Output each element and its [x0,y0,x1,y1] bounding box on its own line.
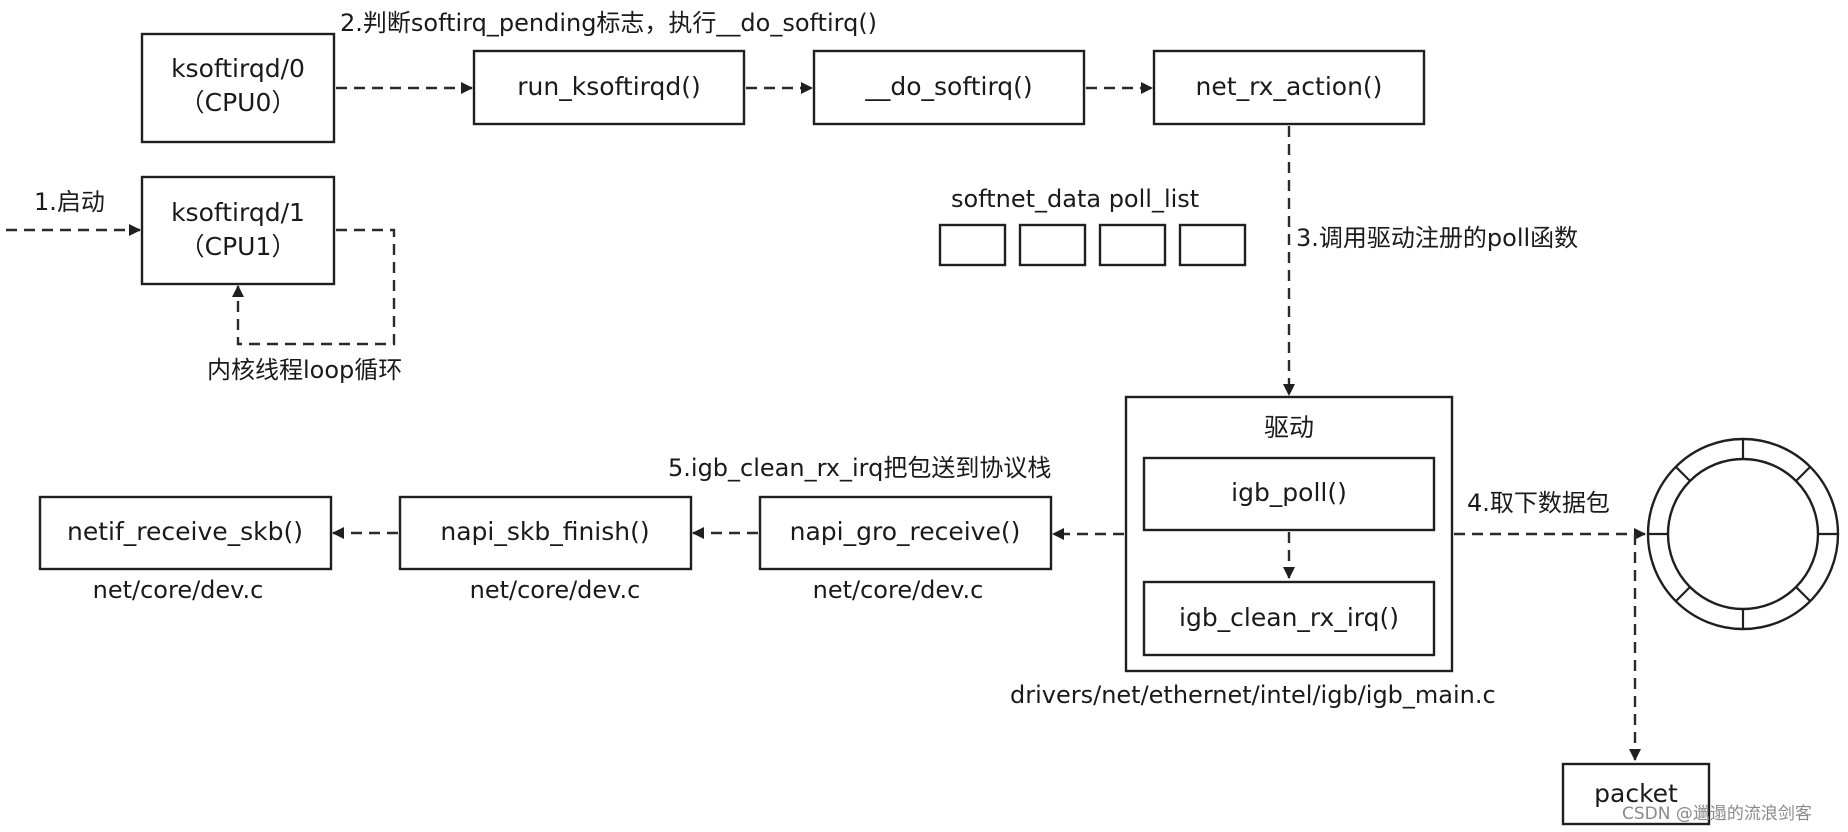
ksoftirqd1-line2: （CPU1） [180,232,297,261]
poll-list-slot-4 [1178,223,1247,267]
igb-clean-rx-irq-box [1142,580,1436,657]
netif-receive-skb-label: netif_receive_skb() [67,517,303,546]
ksoftirqd1-box [140,175,336,286]
packet-label: packet [1594,779,1678,808]
netif-receive-skb-box [38,495,333,571]
ksoftirqd0-box [140,32,336,144]
napi-gro-receive-path: net/core/dev.c [813,576,984,604]
do-softirq-box [812,49,1086,126]
napi-skb-finish-label: napi_skb_finish() [440,517,649,546]
napi-gro-receive-label: napi_gro_receive() [790,517,1021,546]
napi-skb-finish-path: net/core/dev.c [470,576,641,604]
igb-poll-label: igb_poll() [1231,478,1347,507]
ksoftirqd0-line1: ksoftirqd/0 [171,54,305,83]
igb-clean-rx-irq-label: igb_clean_rx_irq() [1179,603,1399,632]
step1-label: 1.启动 [34,188,105,216]
ksoftirqd1-line1: ksoftirqd/1 [171,198,305,227]
net-rx-action-label: net_rx_action() [1196,72,1383,101]
poll-list-label: softnet_data poll_list [951,185,1199,213]
step2-label: 2.判断softirq_pending标志，执行__do_softirq() [340,9,877,37]
igb-poll-box [1142,456,1436,532]
poll-list-slot-2 [1018,223,1087,267]
do-softirq-label: __do_softirq() [864,72,1032,101]
driver-title: 驱动 [1264,413,1314,442]
step5-label: 5.igb_clean_rx_irq把包送到协议栈 [668,454,1051,482]
netif-receive-skb-path: net/core/dev.c [93,576,264,604]
loop-label: 内核线程loop循环 [207,356,402,384]
run-ksoftirqd-box [472,49,746,126]
poll-list-slot-3 [1098,223,1167,267]
poll-list-slot-1 [938,223,1007,267]
watermark: CSDN @邋遢的流浪剑客 [1622,804,1812,824]
ring-buffer [1646,437,1840,631]
run-ksoftirqd-label: run_ksoftirqd() [517,72,700,101]
step4-label: 4.取下数据包 [1467,489,1610,517]
packet-box [1561,762,1711,826]
driver-path-label: drivers/net/ethernet/intel/igb/igb_main.… [1010,681,1496,709]
napi-skb-finish-box [398,495,693,571]
step3-label: 3.调用驱动注册的poll函数 [1296,224,1578,252]
loop-arrow [232,228,396,346]
net-rx-action-box [1152,49,1426,126]
ksoftirqd0-line2: （CPU0） [180,88,297,117]
napi-gro-receive-box [758,495,1053,571]
